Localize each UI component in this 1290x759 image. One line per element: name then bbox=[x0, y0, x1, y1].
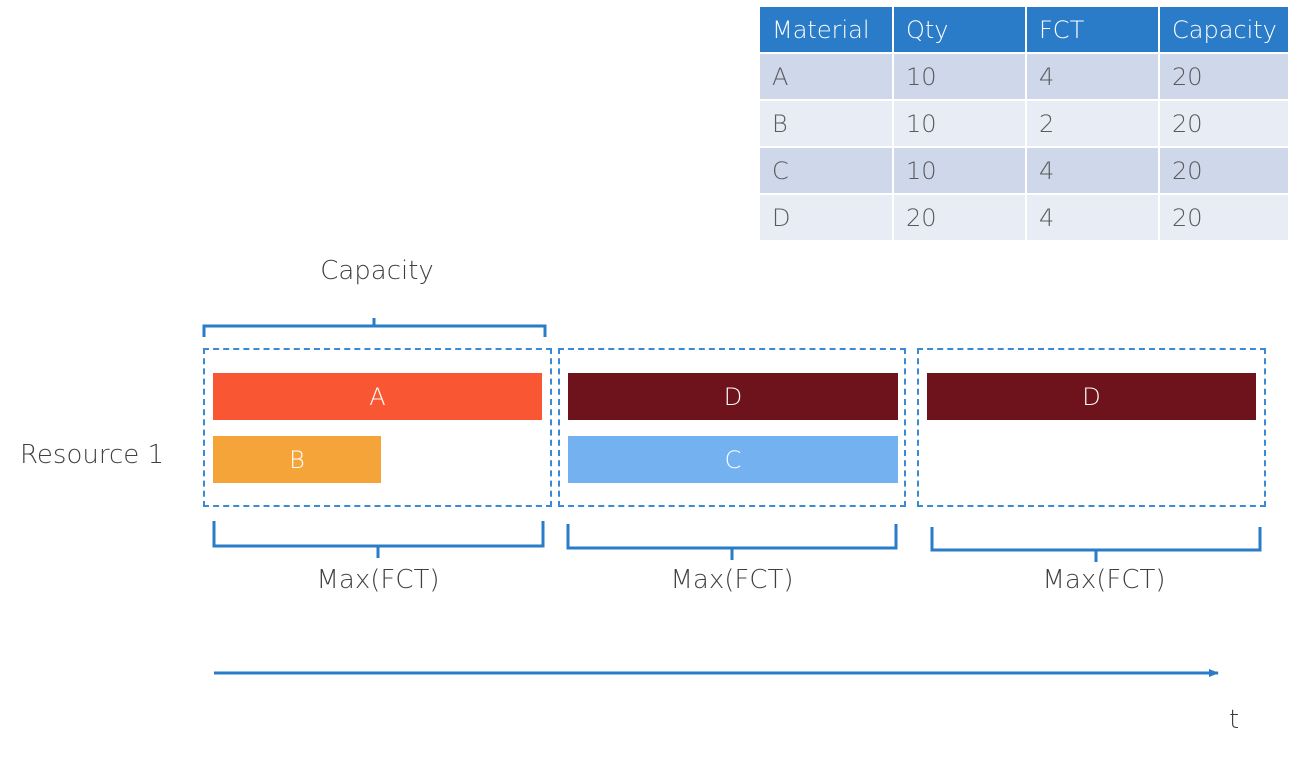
cell-fct: 4 bbox=[1026, 147, 1160, 195]
cell-material: D bbox=[760, 194, 894, 242]
cell-capacity: 20 bbox=[1159, 53, 1290, 101]
time-axis-label: t bbox=[1229, 705, 1240, 735]
cell-material: B bbox=[760, 100, 894, 148]
bar-label: D bbox=[723, 382, 743, 411]
cell-fct: 2 bbox=[1026, 100, 1160, 148]
cell-qty: 20 bbox=[893, 194, 1027, 242]
header-capacity: Capacity bbox=[1159, 7, 1290, 54]
cell-capacity: 20 bbox=[1159, 147, 1290, 195]
materials-table: Material Qty FCT Capacity A 10 4 20 B 10… bbox=[760, 7, 1290, 242]
bar-material-a: A bbox=[213, 373, 542, 420]
slot-3-brace-label: Max(FCT) bbox=[1042, 565, 1166, 595]
bar-material-d: D bbox=[568, 373, 898, 420]
cell-fct: 4 bbox=[1026, 194, 1160, 242]
table-row: B 10 2 20 bbox=[760, 100, 1290, 148]
header-fct: FCT bbox=[1026, 7, 1160, 54]
bar-material-b: B bbox=[213, 436, 381, 483]
bar-label: D bbox=[1082, 382, 1101, 411]
cell-material: A bbox=[760, 53, 894, 101]
header-qty: Qty bbox=[893, 7, 1027, 54]
bar-material-c: C bbox=[568, 436, 898, 483]
slot-2-brace-label: Max(FCT) bbox=[670, 565, 794, 595]
slot-1-brace-label: Max(FCT) bbox=[316, 565, 440, 595]
header-material: Material bbox=[760, 7, 894, 54]
cell-capacity: 20 bbox=[1159, 194, 1290, 242]
cell-material: C bbox=[760, 147, 894, 195]
bar-label: B bbox=[289, 445, 305, 474]
slot-brace-3 bbox=[930, 527, 1262, 562]
time-slot-1 bbox=[203, 348, 552, 507]
cell-fct: 4 bbox=[1026, 53, 1160, 101]
cell-qty: 10 bbox=[893, 53, 1027, 101]
capacity-brace bbox=[202, 318, 547, 337]
capacity-label: Capacity bbox=[320, 256, 434, 286]
cell-capacity: 20 bbox=[1159, 100, 1290, 148]
bar-label: C bbox=[724, 445, 742, 474]
bar-label: A bbox=[369, 382, 386, 411]
slot-brace-2 bbox=[566, 524, 898, 560]
bar-material-d: D bbox=[927, 373, 1256, 420]
time-slot-3 bbox=[917, 348, 1266, 507]
slot-brace-1 bbox=[212, 521, 545, 558]
time-slot-2 bbox=[558, 348, 906, 507]
resource-label: Resource 1 bbox=[20, 440, 165, 470]
table-row: A 10 4 20 bbox=[760, 53, 1290, 101]
cell-qty: 10 bbox=[893, 100, 1027, 148]
table-row: D 20 4 20 bbox=[760, 194, 1290, 242]
cell-qty: 10 bbox=[893, 147, 1027, 195]
table-row: C 10 4 20 bbox=[760, 147, 1290, 195]
table-header-row: Material Qty FCT Capacity bbox=[760, 7, 1290, 54]
